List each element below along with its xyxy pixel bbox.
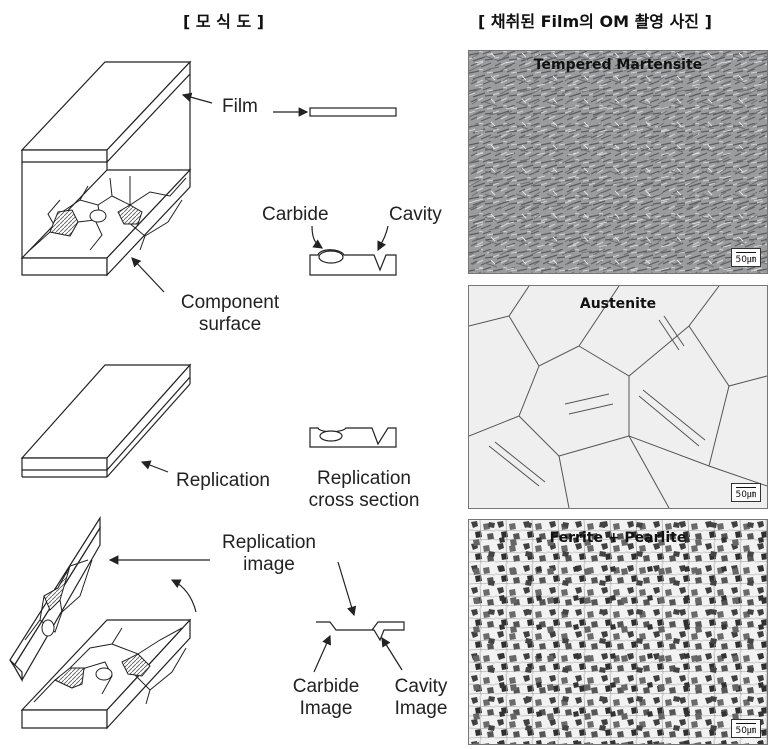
cavity-image-label: Cavity Image — [380, 676, 462, 720]
replication-image-cross-section — [316, 621, 405, 642]
photo-title-austenite: Austenite — [579, 296, 657, 312]
carbide-image-line1: Carbide — [292, 676, 360, 697]
cavity-image-line1: Cavity — [394, 676, 448, 697]
scale-bar-label: 50㎛ — [735, 490, 756, 500]
scale-bar-ferrite-pearlite: 50㎛ — [730, 719, 761, 738]
scale-bar-label: 50㎛ — [735, 726, 756, 736]
photo-title-martensite: Tempered Martensite — [533, 57, 703, 73]
carbide-image-line2: Image — [299, 698, 353, 719]
scale-bar-martensite: 50㎛ — [730, 248, 761, 267]
schematic-header: [ 모 식 도 ] — [183, 12, 265, 31]
component-label-line2: surface — [198, 314, 262, 335]
replication-cs-line1: Replication — [317, 468, 411, 489]
replication-schematic — [9, 60, 405, 730]
photo-title-ferrite-pearlite: Ferrite + Pearlite — [549, 530, 687, 546]
film-plate — [20, 60, 192, 164]
replica-plate — [20, 363, 192, 478]
component-surface-label: Component surface — [170, 292, 290, 336]
scale-bar-label: 50㎛ — [735, 255, 756, 265]
martensite-texture — [469, 51, 767, 273]
component-bottom — [20, 618, 192, 730]
scale-bar-austenite: 50㎛ — [730, 483, 761, 502]
replication-cross-section-label: Replication cross section — [298, 468, 430, 512]
component-block — [20, 74, 192, 277]
carbide-label: Carbide — [262, 204, 329, 225]
carbide-image-label: Carbide Image — [282, 676, 370, 720]
cavity-label: Cavity — [389, 204, 442, 225]
photo-tempered-martensite: Tempered Martensite 50㎛ — [468, 50, 768, 274]
photo-ferrite-pearlite: Ferrite + Pearlite 50㎛ — [468, 519, 768, 745]
replication-cs-line2: cross section — [308, 490, 420, 511]
film-label: Film — [222, 96, 258, 117]
film-cross-section — [309, 107, 397, 117]
replication-image-line2: image — [243, 554, 295, 575]
replication-image-line1: Replication — [222, 532, 316, 553]
photos-header: [ 채취된 Film의 OM 촬영 사진 ] — [478, 12, 712, 31]
cavity-image-line2: Image — [394, 698, 448, 719]
austenite-texture — [469, 286, 767, 508]
photo-austenite: Austenite 50㎛ — [468, 285, 768, 509]
replica-image-panel — [9, 515, 101, 683]
replication-label: Replication — [176, 470, 270, 491]
component-label-line1: Component — [180, 292, 280, 313]
ferrite-pearlite-texture — [469, 520, 767, 744]
replication-image-label: Replication image — [210, 532, 328, 576]
